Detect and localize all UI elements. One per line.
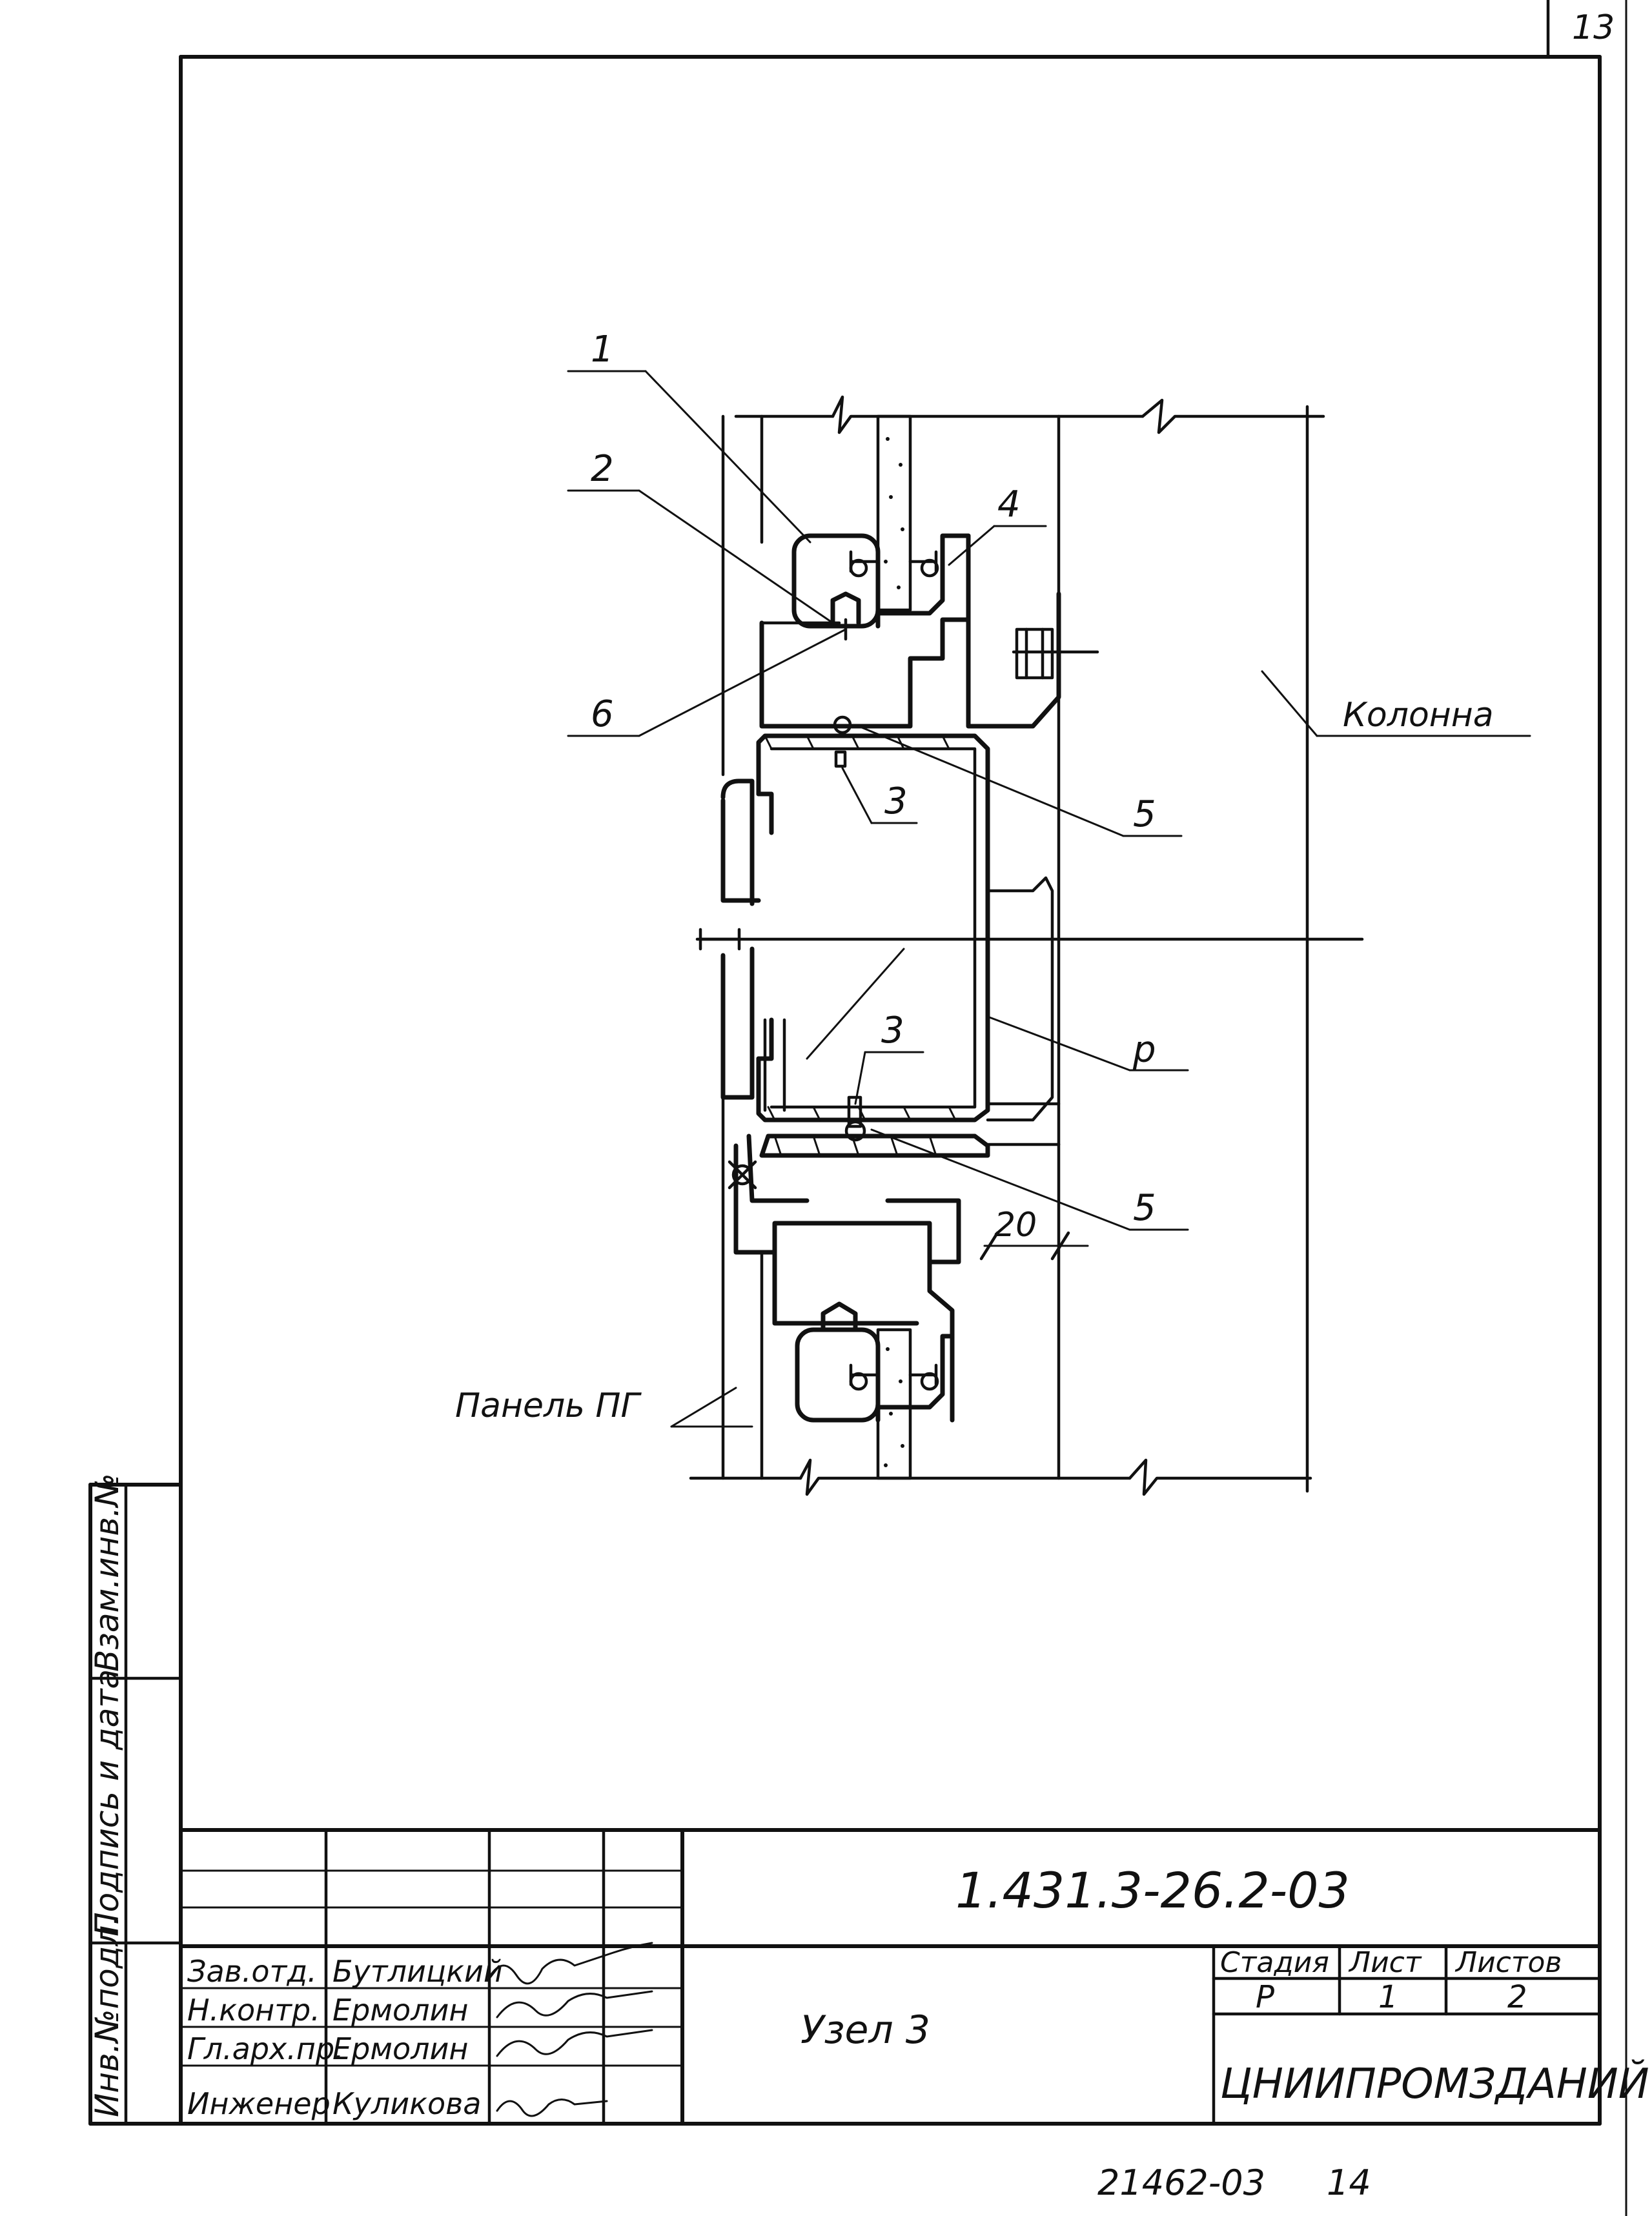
callout-3-upper: 3 — [884, 780, 908, 822]
name-3: Куликова — [332, 2086, 481, 2121]
callout-4: 4 — [997, 483, 1021, 525]
callout-5-upper: 5 — [1133, 793, 1156, 835]
sheets-value: 2 — [1507, 1979, 1527, 2015]
title-block-grid — [179, 1828, 1602, 2126]
stage-value: Р — [1256, 1979, 1274, 2015]
callout-5-lower: 5 — [1133, 1187, 1156, 1229]
callout-1: 1 — [591, 329, 614, 371]
signatures — [489, 1942, 653, 2117]
name-1: Ермолин — [332, 1993, 468, 2028]
insulation-dots-upper — [884, 437, 904, 589]
callout-6: 6 — [591, 693, 614, 735]
organization: ЦНИИПРОМЗДАНИЙ — [1220, 2059, 1649, 2108]
sheet-number: 13 — [1572, 8, 1615, 47]
label-panel: Панель ПГ — [455, 1387, 642, 1425]
role-3: Инженер — [187, 2086, 331, 2121]
sheet-frame — [179, 0, 1627, 2216]
col-sheet-header: Лист — [1348, 1946, 1422, 1979]
callout-r: р — [1132, 1029, 1156, 1071]
side-stamp-sign-date: Подпись и дата — [88, 1669, 126, 1936]
insulation-dots-lower — [884, 1347, 904, 1467]
archive-number: 21462-03 — [1097, 2162, 1265, 2203]
name-2: Ермолин — [332, 2031, 468, 2066]
role-1: Н.контр. — [187, 1993, 320, 2028]
role-0: Зав.отд. — [187, 1954, 317, 1989]
dimension-20: 20 — [994, 1206, 1037, 1245]
col-stage-header: Стадия — [1220, 1946, 1329, 1979]
col-sheets-header: Листов — [1454, 1946, 1562, 1979]
side-stamp-inv-no: Инв.№подл. — [88, 1915, 126, 2117]
doc-code: 1.431.3-26.2-03 — [955, 1862, 1350, 1919]
page-number: 14 — [1327, 2162, 1371, 2203]
label-column: Колонна — [1343, 696, 1494, 735]
role-2: Гл.арх.пр. — [187, 2031, 344, 2066]
callout-3-lower: 3 — [881, 1010, 904, 1052]
drawing-title: Узел 3 — [801, 2008, 930, 2053]
node-detail-drawing: 20 — [567, 370, 1531, 1496]
sheet-value: 1 — [1378, 1979, 1398, 2015]
callout-2: 2 — [591, 448, 614, 490]
side-stamp — [88, 1483, 183, 2126]
side-stamp-vzam-inv: Взам.инв.№ — [88, 1473, 126, 1672]
name-0: Бутлицкий — [332, 1954, 503, 1989]
